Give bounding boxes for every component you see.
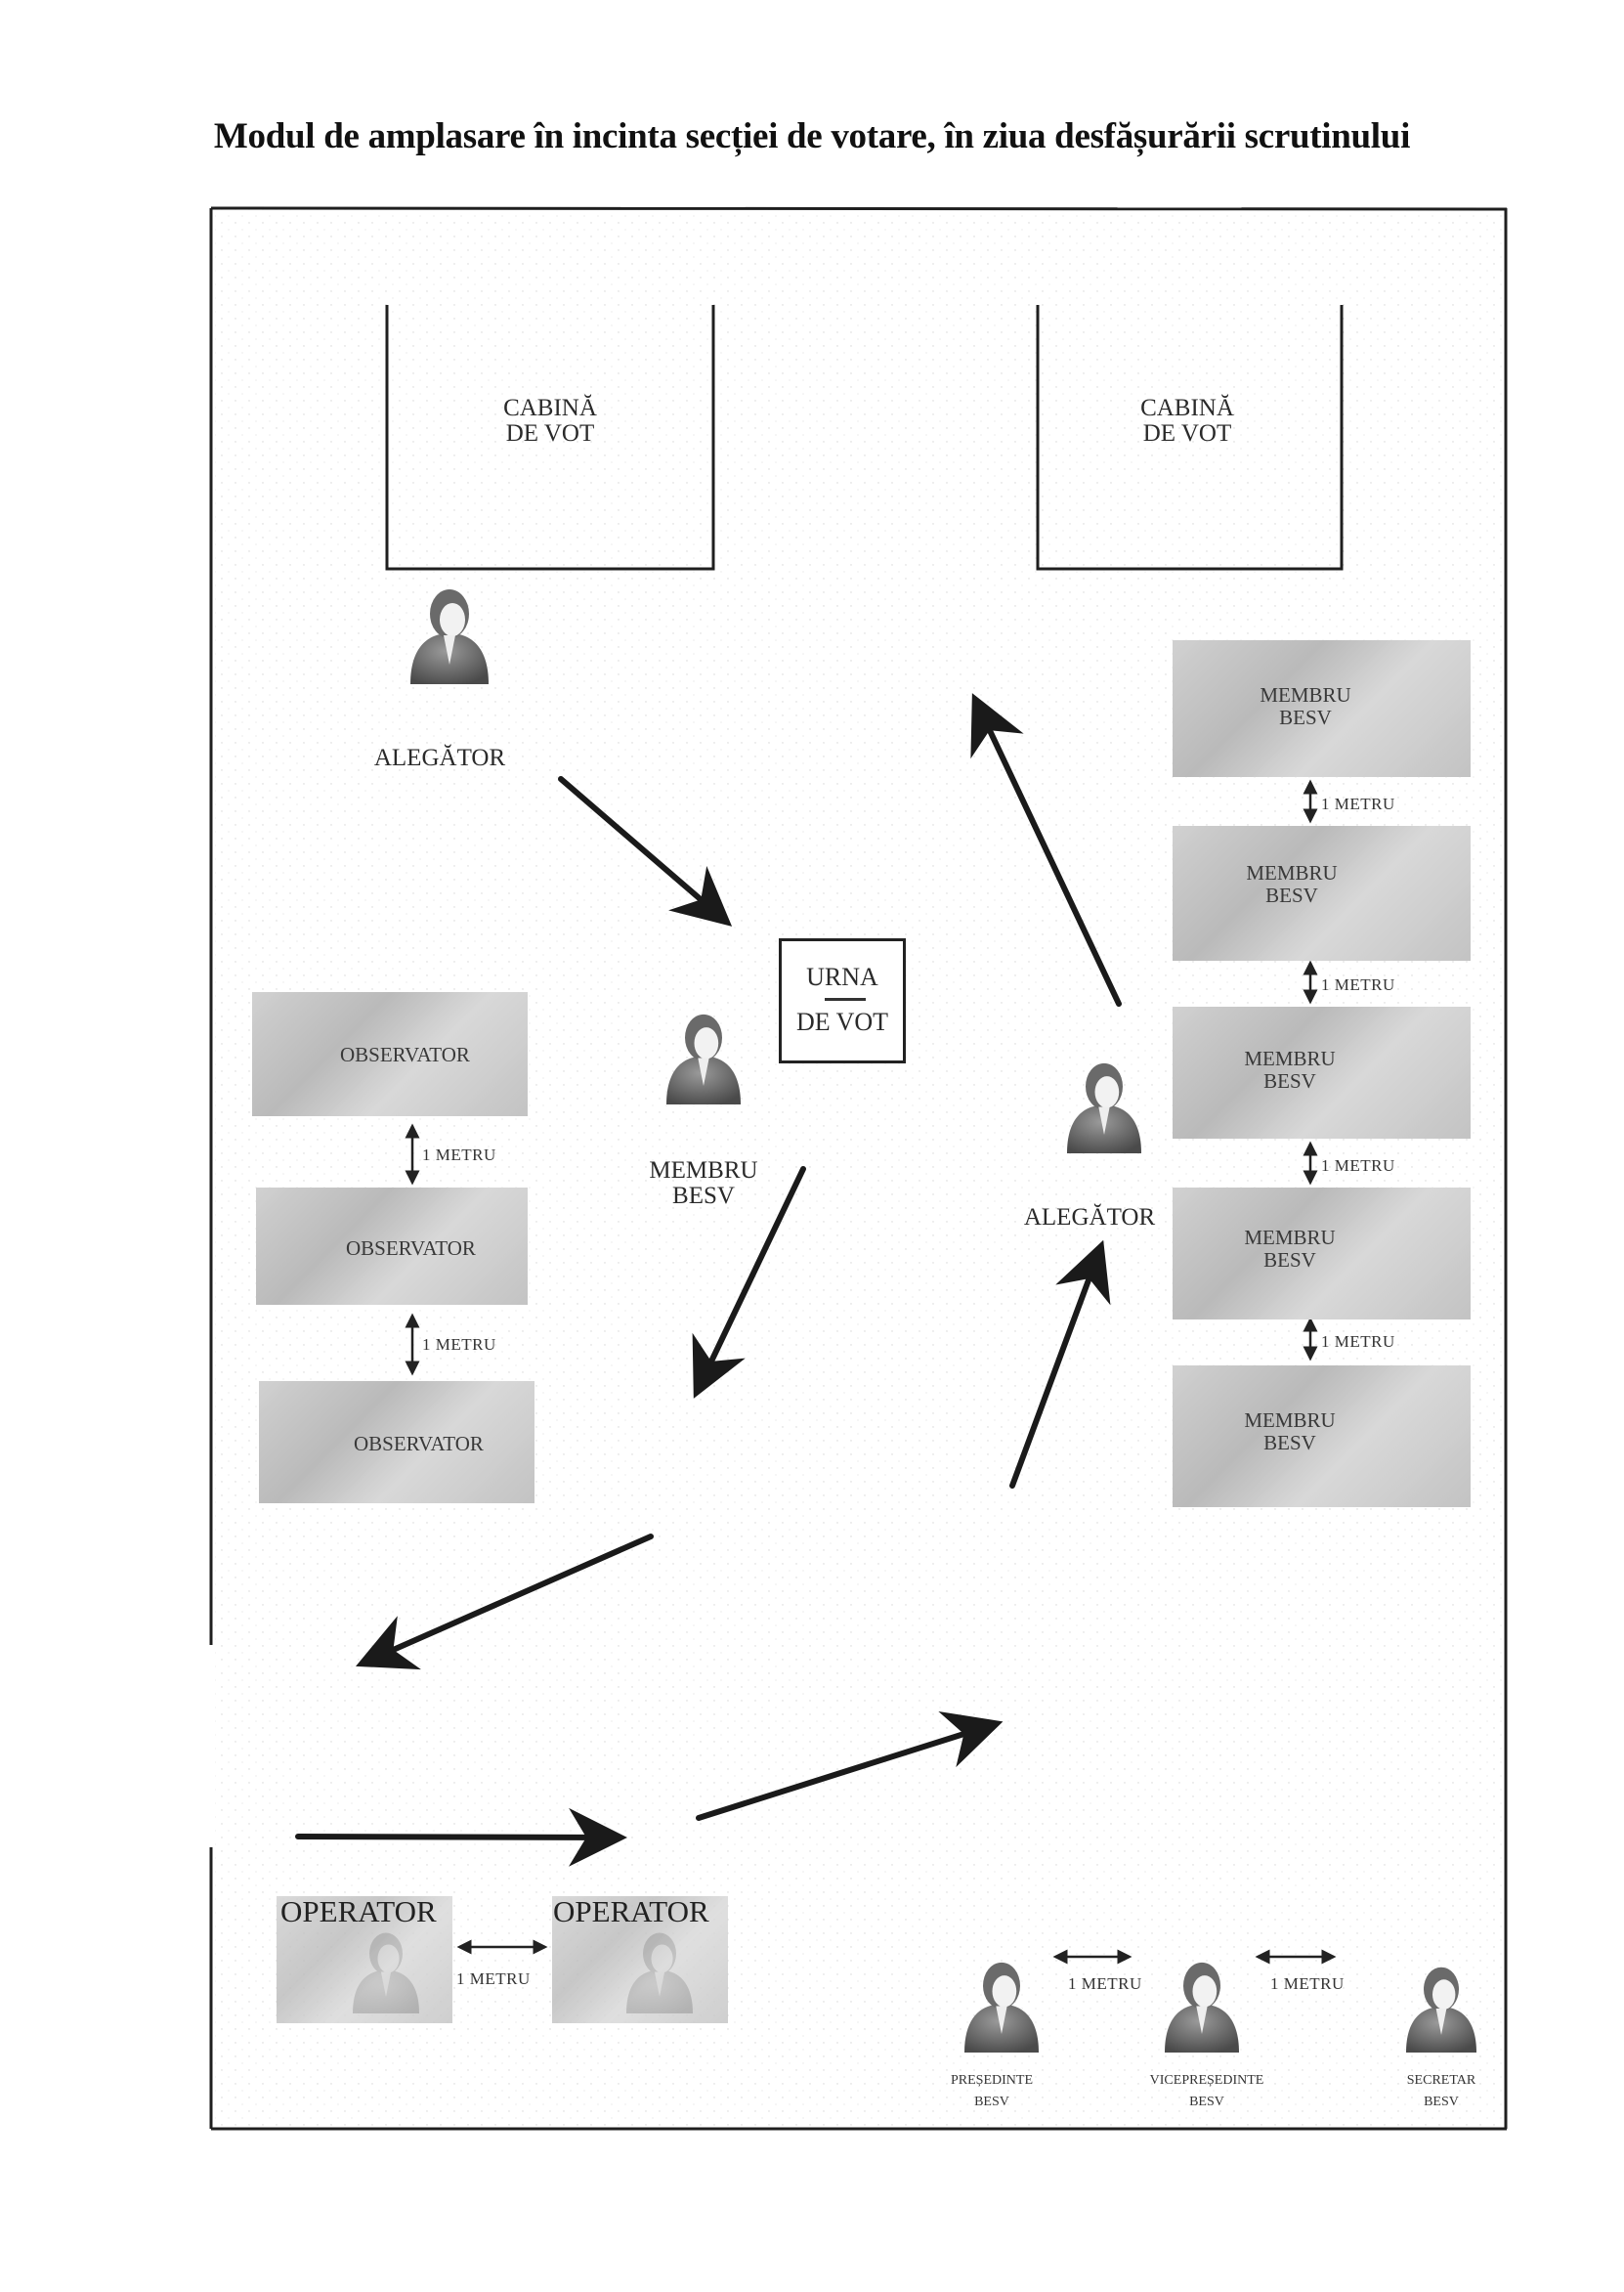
booth-label-line: CABINĂ [1140, 395, 1234, 421]
distance-label: 1 METRU [456, 1969, 531, 1988]
room-walls [209, 206, 1508, 2131]
label-line: PREȘEDINTE [951, 2073, 1033, 2088]
observer-card: OBSERVATOR [256, 1188, 528, 1305]
ballot-box-label: DE VOT [795, 1008, 889, 1036]
label-line: MEMBRU [1246, 861, 1338, 885]
label-line: BESV [672, 1183, 735, 1210]
flow-arrow-to-operators-next [696, 1710, 1004, 1821]
flow-arrow-member-down [692, 1166, 806, 1399]
voting-booth-2 [1036, 305, 1344, 571]
observer-label: OBSERVATOR [346, 1236, 476, 1260]
distance-label: 1 METRU [1321, 795, 1395, 813]
ballot-box-divider [825, 998, 866, 1001]
operator-label: OPERATOR [280, 1894, 437, 1928]
label-line: BESV [1424, 2095, 1459, 2110]
flow-arrow-voter-to-urn [558, 776, 733, 927]
label-line: BESV [1263, 1248, 1316, 1273]
page-title: Modul de amplasare în incinta secției de… [213, 116, 1411, 156]
member-icon [666, 1014, 741, 1104]
label-line: MEMBRU [1260, 683, 1351, 707]
operator-card [552, 1896, 728, 2023]
ballot-box: URNA DE VOT [779, 938, 906, 1063]
label-line: BESV [1263, 1431, 1316, 1455]
voter-top-label: ALEGĂTOR [373, 745, 506, 771]
booth-label-line: CABINĂ [503, 395, 597, 421]
vice-president-icon [1165, 1962, 1239, 2053]
vice-president-label: VICEPREȘEDINTE BESV [1133, 2070, 1280, 2114]
member-center-label: MEMBRU BESV [625, 1157, 782, 1210]
voter-right-label: ALEGĂTOR [1023, 1204, 1156, 1231]
flow-arrow-to-exit [356, 1534, 654, 1670]
label-line: MEMBRU [1244, 1047, 1336, 1070]
ballot-box-label: URNA [806, 963, 878, 991]
distance-label: 1 METRU [1321, 975, 1395, 994]
operator-card [277, 1896, 452, 2023]
label-line: BESV [1263, 1069, 1316, 1094]
observer-card: OBSERVATOR [252, 992, 528, 1116]
distance-label: 1 METRU [1321, 1332, 1395, 1351]
booth-label-line: DE VOT [505, 420, 595, 448]
secretary-label: SECRETAR BESV [1388, 2070, 1495, 2114]
voter-icon [410, 589, 489, 684]
distance-label: 1 METRU [1270, 1974, 1345, 1993]
secretary-icon [1406, 1967, 1476, 2053]
president-label: PREȘEDINTE BESV [928, 2070, 1055, 2114]
label-line: MEMBRU [649, 1157, 758, 1184]
flow-arrow-to-booth [970, 693, 1122, 1007]
booth-1-label: CABINĂ DE VOT [457, 395, 643, 448]
distance-label: 1 METRU [1321, 1156, 1395, 1175]
booth-label-line: DE VOT [1142, 420, 1232, 448]
distance-label: 1 METRU [1068, 1974, 1142, 1993]
flow-arrow-entrance [295, 1807, 627, 1867]
observer-card: OBSERVATOR [259, 1381, 534, 1503]
label-line: SECRETAR [1406, 2073, 1476, 2088]
president-icon [964, 1962, 1039, 2053]
observer-label: OBSERVATOR [340, 1043, 470, 1066]
booth-2-label: CABINĂ DE VOT [1094, 395, 1280, 448]
flow-arrow-up-to-members [1009, 1239, 1111, 1489]
label-line: BESV [1279, 706, 1332, 730]
operator-label: OPERATOR [553, 1894, 709, 1928]
distance-label: 1 METRU [422, 1335, 496, 1354]
voting-booth-1 [385, 305, 715, 571]
voter-icon [1067, 1062, 1141, 1153]
label-line: VICEPREȘEDINTE [1149, 2073, 1264, 2088]
label-line: BESV [1265, 884, 1318, 908]
label-line: BESV [974, 2095, 1009, 2110]
label-line: BESV [1189, 2095, 1224, 2110]
distance-label: 1 METRU [422, 1146, 496, 1164]
label-line: MEMBRU [1244, 1408, 1336, 1432]
room-floor [215, 208, 1505, 2129]
label-line: MEMBRU [1244, 1226, 1336, 1249]
observer-label: OBSERVATOR [354, 1432, 484, 1455]
